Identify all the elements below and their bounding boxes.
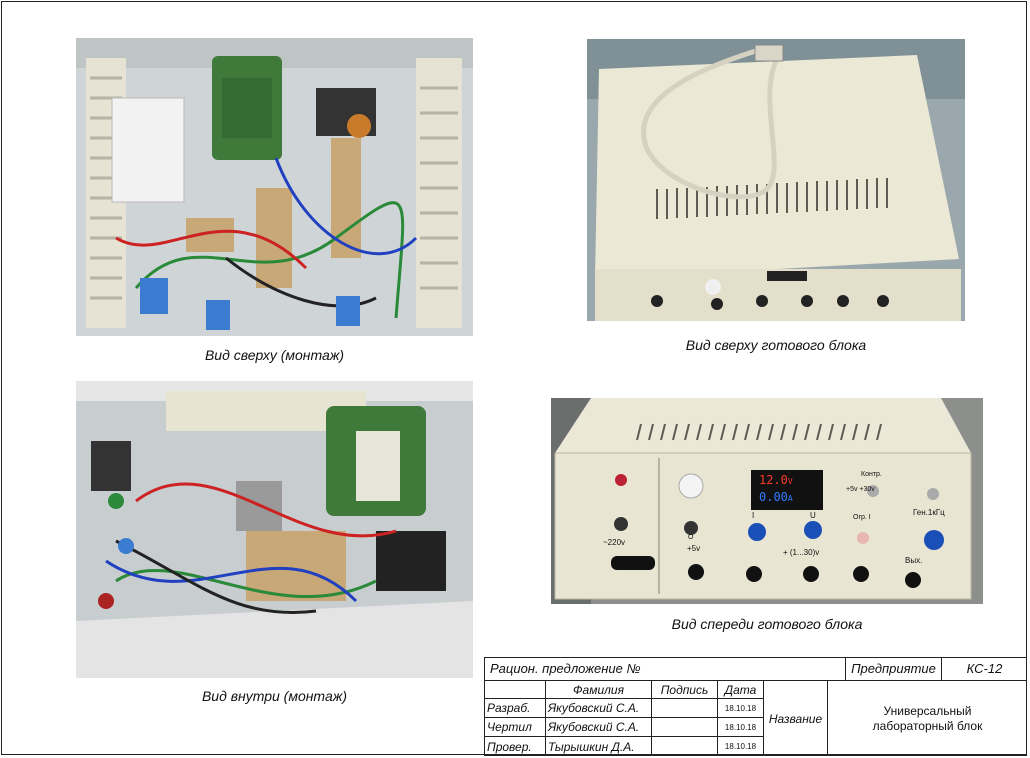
row-role: Разраб. xyxy=(484,699,546,718)
name-label: Название xyxy=(764,681,828,756)
header-role xyxy=(484,681,546,699)
label-gen: Ген.1кГц xyxy=(913,508,945,517)
display-current-unit: A xyxy=(787,494,793,503)
display-current-value: 0.00 xyxy=(759,490,788,504)
label-kontr: Контр. xyxy=(861,471,882,478)
header-signature: Подпись xyxy=(652,681,718,699)
product-name: Универсальный лабораторный блок xyxy=(828,681,1027,756)
row-name: Якубовский С.А. xyxy=(546,718,652,737)
row-date: 18.10.18 xyxy=(718,737,764,756)
row-signature xyxy=(652,718,718,737)
row-date: 18.10.18 xyxy=(718,699,764,718)
row-role: Провер. xyxy=(484,737,546,756)
caption-top-view-assembly: Вид сверху (монтаж) xyxy=(204,347,345,363)
code-label: КС-12 xyxy=(942,657,1027,681)
row-role: Чертил xyxy=(484,718,546,737)
label-out: Вых. xyxy=(905,556,923,565)
caption-top-view-finished: Вид сверху готового блока xyxy=(685,337,867,353)
label-kontr-range: +5v +30v xyxy=(846,486,875,493)
title-block xyxy=(484,657,1027,756)
row-date: 18.10.18 xyxy=(718,718,764,737)
label-5v: +5v xyxy=(687,544,701,553)
enterprise-label: Предприятие xyxy=(846,657,942,681)
display-voltage-value: 12.0 xyxy=(759,473,788,487)
proposal-label: Рацион. предложение № xyxy=(484,657,846,681)
label-u: U xyxy=(810,511,816,520)
title-block-grid: Рацион. предложение № Предприятие КС-12 … xyxy=(484,657,1027,756)
header-surname: Фамилия xyxy=(546,681,652,699)
display-voltage-unit: V xyxy=(787,477,793,486)
label-1-30v: + (1...30)v xyxy=(783,548,820,557)
header-date: Дата xyxy=(718,681,764,699)
product-name-line2: лабораторный блок xyxy=(872,718,983,733)
row-signature xyxy=(652,699,718,718)
caption-front-view-finished: Вид спереди готового блока xyxy=(671,616,863,632)
row-name: Тырышкин Д.А. xyxy=(546,737,652,756)
label-o: O xyxy=(688,534,694,541)
photo-inside-assembly xyxy=(76,381,473,678)
row-signature xyxy=(652,737,718,756)
row-name: Якубовский С.А. xyxy=(546,699,652,718)
caption-inside-assembly: Вид внутри (монтаж) xyxy=(201,688,348,704)
photo-front-view-finished: 12.0V 0.00A ~220v +5v O + (1...30)v I U … xyxy=(551,398,983,604)
label-i: I xyxy=(752,511,755,520)
label-220v: ~220v xyxy=(603,538,626,547)
display-current: 0.00A xyxy=(759,490,793,504)
product-name-line1: Универсальный xyxy=(883,703,972,718)
display-voltage: 12.0V xyxy=(759,473,793,487)
label-ogr: Огр. I xyxy=(853,514,871,521)
photo-top-view-assembly xyxy=(76,38,473,336)
photo-top-view-finished xyxy=(587,39,965,321)
